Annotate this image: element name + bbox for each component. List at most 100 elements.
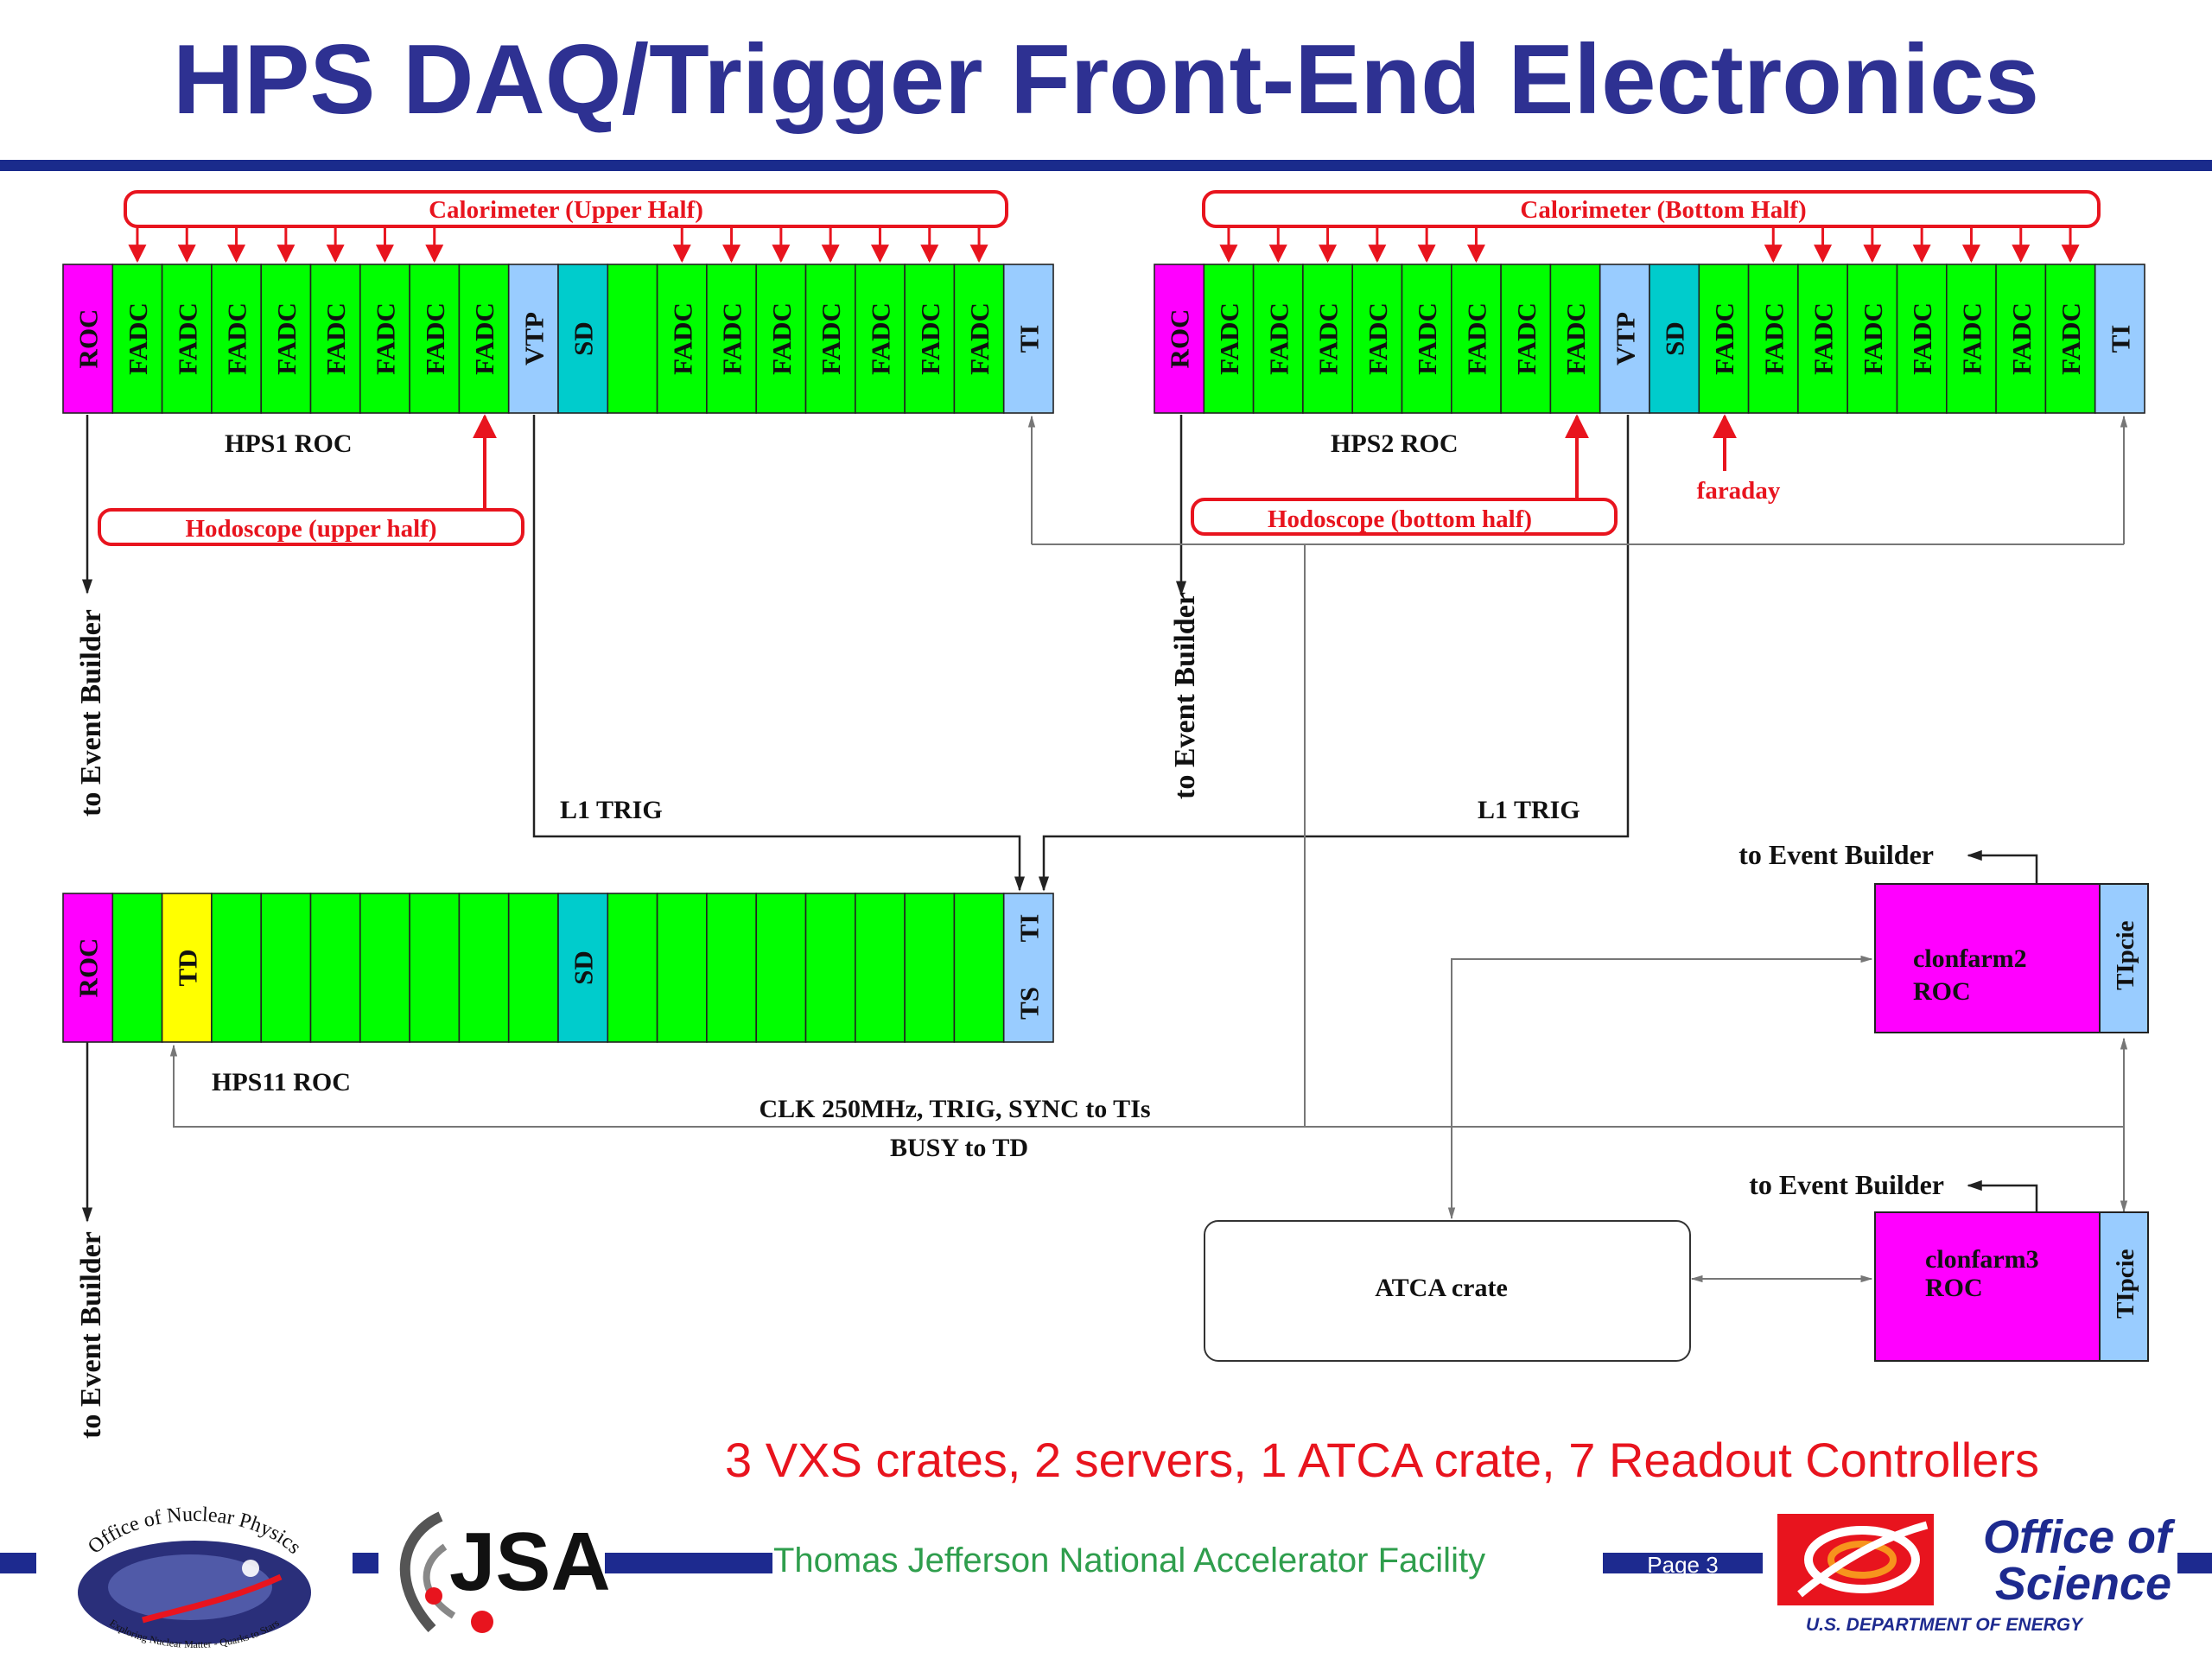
hps1-slot-10 xyxy=(507,264,559,414)
hps11-slot-15 xyxy=(755,893,807,1043)
jsa-logo-text: JSA xyxy=(449,1516,611,1608)
page-number: Page 3 xyxy=(1647,1552,1719,1578)
hps2-slot-label-9: FADC xyxy=(1560,302,1591,375)
clonfarm3-event-builder-label: to Event Builder xyxy=(1749,1169,1944,1200)
hps11-slot-14 xyxy=(706,893,758,1043)
calorimeter-bottom-bracket: Calorimeter (Bottom Half) xyxy=(1202,190,2101,228)
hps11-slot-16 xyxy=(804,893,856,1043)
hps2-slot-label-5: FADC xyxy=(1363,302,1393,375)
hps2-slot-13 xyxy=(1747,264,1799,414)
hps1-slot-label-20: TI xyxy=(1014,325,1044,353)
hps2-slot-label-8: FADC xyxy=(1511,302,1541,375)
hps11-roc-label: HPS11 ROC xyxy=(212,1068,351,1096)
footer-band-jsa xyxy=(605,1553,772,1573)
hps1-slot-label-4: FADC xyxy=(222,302,252,375)
hps2-slot-label-3: FADC xyxy=(1263,302,1294,375)
hps2-slot-label-17: FADC xyxy=(1956,302,1986,375)
hps1-slot-label-14: FADC xyxy=(717,302,747,375)
atca-crate-label: ATCA crate xyxy=(1375,1274,1508,1302)
hps11-slot-10 xyxy=(507,893,559,1043)
hps2-slot-15 xyxy=(1847,264,1898,414)
page-title: HPS DAQ/Trigger Front-End Electronics xyxy=(173,25,2039,135)
hps2-slot-label-12: FADC xyxy=(1709,302,1739,375)
hps1-slot-5 xyxy=(260,264,312,414)
title-underline xyxy=(0,160,2212,171)
hps1-slot-6 xyxy=(309,264,361,414)
hps1-slot-label-2: FADC xyxy=(123,302,153,375)
hps1-slot-label-17: FADC xyxy=(865,302,895,375)
hps2-slot-label-15: FADC xyxy=(1858,302,1888,375)
hps2-slot-label-20: TI xyxy=(2105,325,2135,353)
calorimeter-upper-bracket: Calorimeter (Upper Half) xyxy=(124,190,1008,228)
calorimeter-upper-label: Calorimeter (Upper Half) xyxy=(429,196,703,224)
hps1-slot-1 xyxy=(62,264,114,414)
clonfarm2-label-line2: ROC xyxy=(1913,977,1971,1006)
hps2-slot-14 xyxy=(1797,264,1848,414)
hps2-roc-label: HPS2 ROC xyxy=(1331,429,1459,458)
doe-subtitle: U.S. DEPARTMENT OF ENERGY xyxy=(1806,1615,2083,1635)
l1-trig-left-label: L1 TRIG xyxy=(560,796,663,824)
hps2-crate: ROC FADC FADC FADC FADC FADC FADC FADC FADC VTP SD… xyxy=(1154,264,2145,414)
hodoscope-bottom-box: Hodoscope (bottom half) xyxy=(1191,414,1618,536)
hps2-slot-label-6: FADC xyxy=(1412,302,1442,375)
hps11-slot-label-1: ROC xyxy=(73,938,104,998)
hps2-slot-20 xyxy=(2094,264,2145,414)
l1-trig-hps1-line xyxy=(532,415,1026,892)
daq-block-diagram: ROC FADC FADC FADC FADC FADC FADC FADC FADC VTP SD… xyxy=(62,190,2149,1439)
hps1-slot-13 xyxy=(656,264,708,414)
hps2-slot-label-4: FADC xyxy=(1313,302,1344,375)
hps2-slot-16 xyxy=(1896,264,1948,414)
hps2-slot-label-19: FADC xyxy=(2056,302,2086,375)
footer-band-right xyxy=(2177,1553,2212,1573)
hps1-slot-19 xyxy=(953,264,1005,414)
hps11-slot-8 xyxy=(409,893,461,1043)
hps2-slot-label-10: VTP xyxy=(1610,312,1640,365)
hps1-slot-label-13: FADC xyxy=(667,302,697,375)
clonfarm2-eb-arrow xyxy=(1967,849,2038,884)
hps2-slot-label-1: ROC xyxy=(1165,309,1195,369)
clonfarm2-server: clonfarm2 ROC TIpcie to Event Builder xyxy=(1738,839,2149,1033)
hps1-slot-20 xyxy=(1002,264,1054,414)
faraday-label: faraday xyxy=(1697,477,1781,505)
hps2-slot-label-13: FADC xyxy=(1758,302,1789,375)
hps11-slot-12 xyxy=(607,893,658,1043)
hps11-slot-2 xyxy=(111,893,163,1043)
hps1-slot-label-6: FADC xyxy=(321,302,351,375)
hps11-slot-label-11: SD xyxy=(569,950,599,985)
hps11-slot-9 xyxy=(458,893,510,1043)
hps1-slot-label-8: FADC xyxy=(420,302,450,375)
hps11-slot-6 xyxy=(309,893,361,1043)
hps1-slot-17 xyxy=(854,264,906,414)
hps2-slot-3 xyxy=(1252,264,1304,414)
hps1-slot-label-3: FADC xyxy=(172,302,202,375)
clonfarm3-tipcie-label: TIpcie xyxy=(2112,1249,2139,1319)
hps2-event-builder-label: to Event Builder xyxy=(1169,592,1201,799)
doe-seal-icon xyxy=(1777,1514,1934,1605)
hps1-slot-label-15: FADC xyxy=(766,302,797,375)
hps2-slot-label-2: FADC xyxy=(1214,302,1244,375)
jsa-logo: JSA xyxy=(399,1511,611,1633)
nuclear-physics-logo: Office of Nuclear Physics Exploring Nucl… xyxy=(78,1503,311,1650)
office-of-science-line2: Science xyxy=(1994,1558,2171,1610)
hps1-slot-label-1: ROC xyxy=(73,309,104,369)
hps1-slot-11 xyxy=(557,264,609,414)
hps2-slot-label-11: SD xyxy=(1660,321,1690,356)
footer-band-page xyxy=(1603,1553,1763,1573)
hps11-slot-17 xyxy=(854,893,906,1043)
hps1-slot-15 xyxy=(755,264,807,414)
hps2-slot-9 xyxy=(1549,264,1601,414)
hps2-slot-5 xyxy=(1351,264,1403,414)
hps1-slot-3 xyxy=(161,264,213,414)
hps2-slot-10 xyxy=(1599,264,1650,414)
hps1-slot-label-5: FADC xyxy=(271,302,302,375)
clonfarm3-label-line2: ROC xyxy=(1925,1274,1983,1302)
footer-band-mid-left xyxy=(353,1553,378,1573)
hps11-slot-3 xyxy=(161,893,213,1043)
hps1-slot-4 xyxy=(211,264,262,414)
hps2-slot-12 xyxy=(1698,264,1750,414)
hps11-slot-4 xyxy=(211,893,262,1043)
hps2-slot-7 xyxy=(1451,264,1502,414)
clonfarm3-label-line1: clonfarm3 xyxy=(1925,1245,2039,1274)
office-of-science-title: Office of Science xyxy=(1942,1514,2171,1607)
